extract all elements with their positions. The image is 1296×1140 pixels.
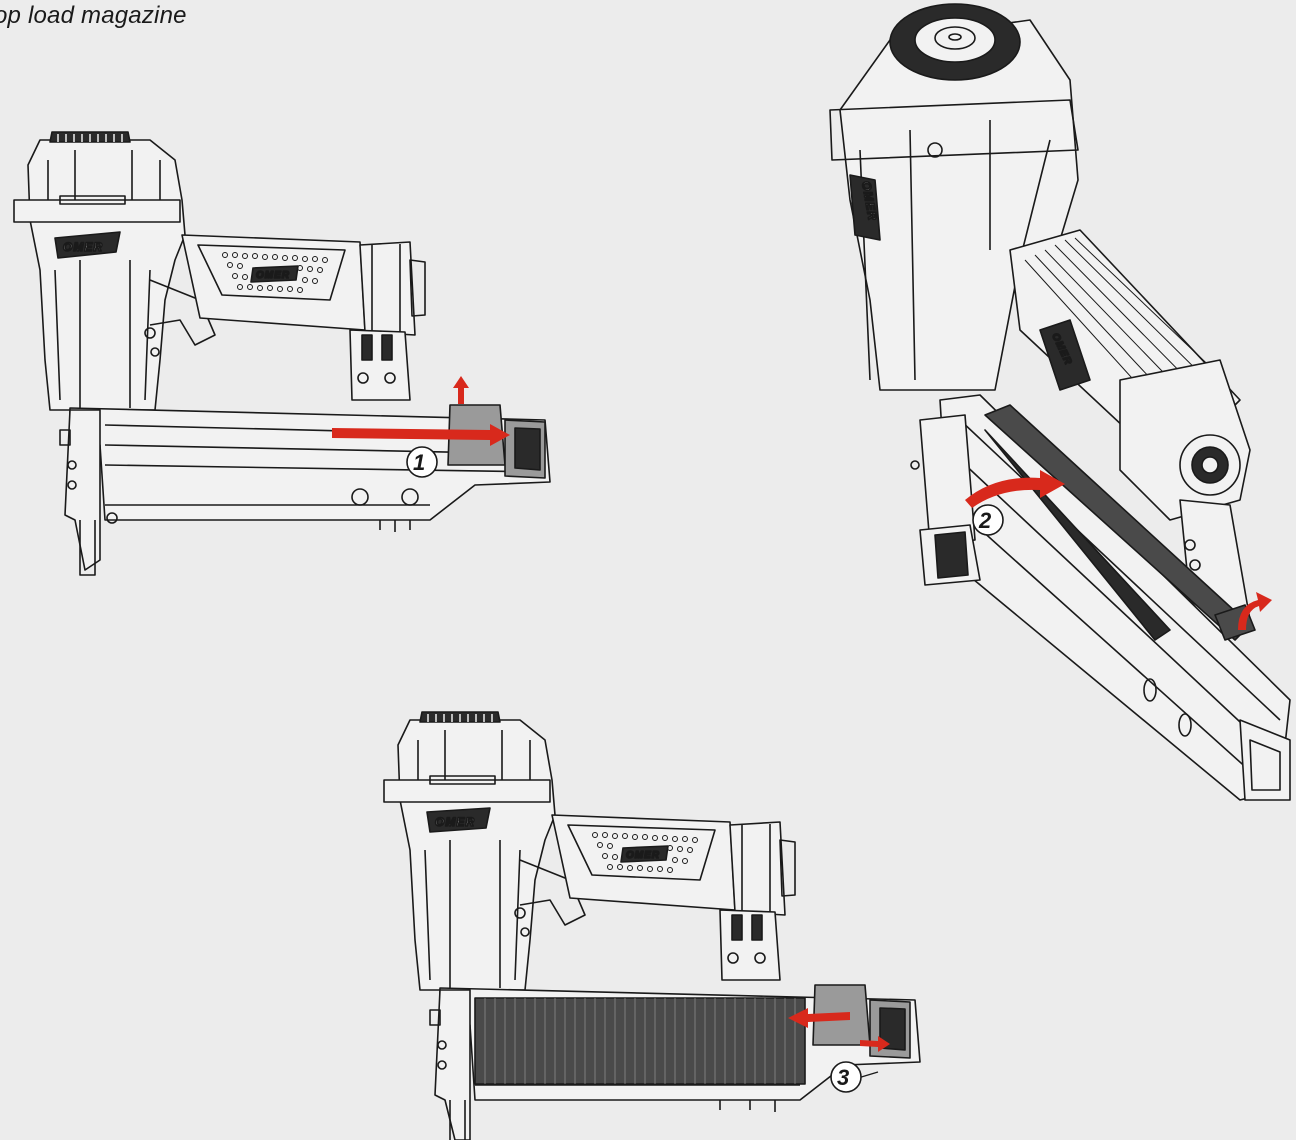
svg-text:1: 1 <box>413 450 425 475</box>
step-marker-2: 2 <box>972 504 1004 536</box>
brand-logo-3: OMER <box>435 815 475 829</box>
loaded-staples <box>474 997 806 1085</box>
step-marker-3: 3 <box>830 1061 879 1093</box>
brand-logo-3b: OMER <box>626 850 660 861</box>
figure-step-3: OMER OMER <box>383 711 921 1140</box>
figure-step-2: OMER OMER <box>829 3 1291 801</box>
motor-housing <box>27 139 186 411</box>
red-curved-arrow-small <box>1238 592 1272 630</box>
brand-logo-1b: OMER <box>256 270 290 281</box>
svg-text:2: 2 <box>978 508 992 533</box>
motor-housing <box>839 19 1079 391</box>
figure-step-1: OMER OMER <box>13 131 551 576</box>
step-marker-1: 1 <box>406 446 438 478</box>
brand-logo-1: OMER <box>63 240 103 254</box>
page-title: op load magazine <box>0 2 187 29</box>
motor-housing <box>397 719 556 991</box>
red-arrow-up <box>453 376 469 404</box>
svg-text:3: 3 <box>837 1065 849 1090</box>
red-arrow-right <box>332 424 510 446</box>
red-curved-arrow <box>965 470 1065 508</box>
red-arrow-left <box>788 1008 850 1028</box>
red-arrow-right-small <box>860 1036 890 1052</box>
